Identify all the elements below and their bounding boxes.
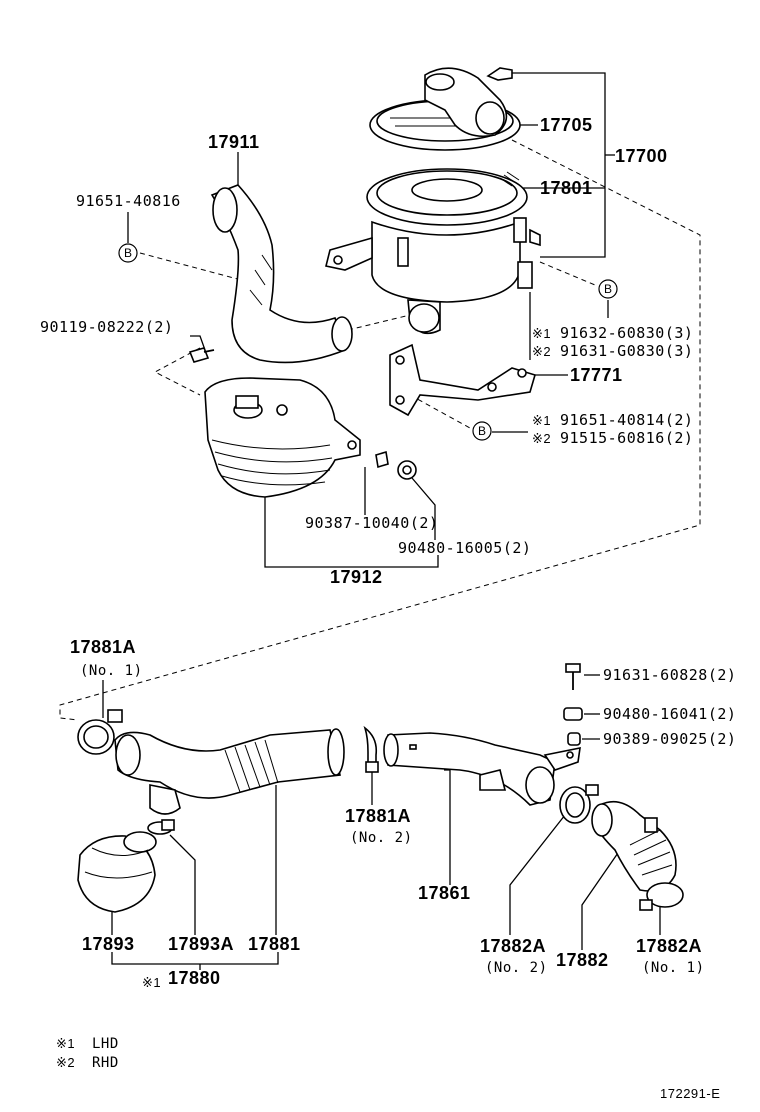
label-90480-16041: 90480-16041(2) <box>603 705 736 723</box>
legend-text-2: RHD <box>92 1055 119 1071</box>
label-17700: 17700 <box>615 146 668 166</box>
label-17881A-no1: 17881A <box>70 637 136 657</box>
hose-clamp-17882A-no1 <box>639 882 684 911</box>
bracket-17771 <box>389 343 536 417</box>
label-90387-10040: 90387-10040(2) <box>305 514 438 532</box>
label-91631-60828: 91631-60828(2) <box>603 666 736 684</box>
hose-clamp-17881A-no1 <box>77 709 123 755</box>
label-17893A: 17893A <box>168 934 234 954</box>
label-17801: 17801 <box>540 178 593 198</box>
hose-clamp-17882A-no2 <box>559 784 599 824</box>
label-17880: 17880 <box>168 968 221 988</box>
inlet-duct-17861 <box>383 732 581 806</box>
air-hose-17881 <box>114 728 345 815</box>
label-91651-40816: 91651-40816 <box>76 192 181 210</box>
hose-clamp-17881A-no2 <box>363 725 379 773</box>
collar-90389-09025 <box>567 732 581 746</box>
callout-b-1-letter: B <box>124 246 132 260</box>
label-17882: 17882 <box>556 950 609 970</box>
marker-1-b: ※1 <box>532 413 551 428</box>
callout-b-3: B <box>472 421 492 441</box>
legend-marker-1: ※1 <box>56 1036 75 1051</box>
clamp-17893A <box>147 819 175 835</box>
resonator-17893 <box>77 831 157 913</box>
label-17882A-no1: 17882A <box>636 936 702 956</box>
resonator-17912 <box>204 377 361 498</box>
callout-b-2-letter: B <box>604 282 612 296</box>
marker-1-a: ※1 <box>532 326 551 341</box>
intake-hose-17911 <box>210 184 353 364</box>
label-90480-16005: 90480-16005(2) <box>398 539 531 557</box>
label-no2-a: (No. 2) <box>350 830 413 846</box>
label-17912: 17912 <box>330 567 383 587</box>
legend-text-1: LHD <box>92 1036 119 1052</box>
label-17705: 17705 <box>540 115 593 135</box>
label-17882A-no2: 17882A <box>480 936 546 956</box>
marker-2-b: ※2 <box>532 431 551 446</box>
bolt-90119 <box>188 347 215 363</box>
label-17771: 17771 <box>570 365 623 385</box>
label-90119-08222: 90119-08222(2) <box>40 318 173 336</box>
label-17881: 17881 <box>248 934 301 954</box>
part-labels: 17705 17700 17801 17911 91651-40816 9011… <box>40 115 736 990</box>
label-17911: 17911 <box>208 132 260 152</box>
callout-b-3-letter: B <box>478 424 486 438</box>
label-17881A-no2: 17881A <box>345 806 411 826</box>
leader-lines <box>102 72 661 970</box>
label-91515-60816: 91515-60816(2) <box>560 429 693 447</box>
cushion-90480-16041 <box>563 707 583 721</box>
label-no1-b: (No. 1) <box>642 960 705 976</box>
label-91631-G0830: 91631-G0830(3) <box>560 342 693 360</box>
legend: ※1 LHD ※2 RHD <box>56 1036 119 1071</box>
legend-marker-2: ※2 <box>56 1055 75 1070</box>
label-no1-a: (No. 1) <box>80 663 143 679</box>
label-91632-60830: 91632-60830(3) <box>560 324 693 342</box>
figure-id: 172291-E <box>660 1086 720 1101</box>
label-90389-09025: 90389-09025(2) <box>603 730 736 748</box>
callout-b-1: B <box>118 243 138 263</box>
grommet-90387 <box>375 450 389 469</box>
label-no2-b: (No. 2) <box>485 960 548 976</box>
air-filter-element-17801 <box>366 168 528 226</box>
air-cleaner-cap-17705 <box>369 67 521 151</box>
cushion-90480-16005 <box>397 460 417 480</box>
callout-b-2: B <box>598 279 618 299</box>
marker-1-c: ※1 <box>142 975 161 990</box>
label-17893: 17893 <box>82 934 135 954</box>
marker-2-a: ※2 <box>532 344 551 359</box>
label-17861: 17861 <box>418 883 471 903</box>
label-91651-40814: 91651-40814(2) <box>560 411 693 429</box>
air-hose-17882 <box>591 800 677 892</box>
bolt-91631-60828 <box>565 663 581 690</box>
air-cleaner-case <box>325 217 541 335</box>
